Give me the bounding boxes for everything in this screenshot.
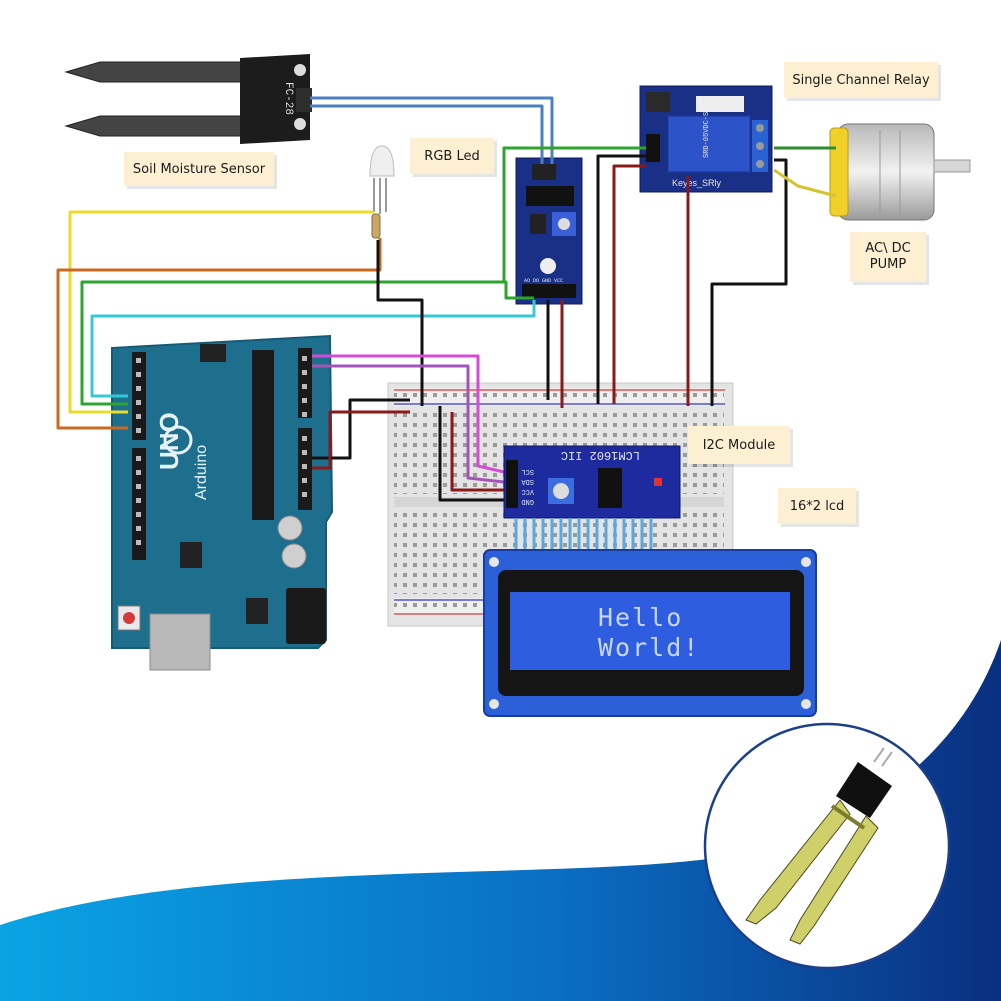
arduino-brand-label: Arduino xyxy=(193,445,210,500)
arduino-uno-board: UNO Arduino xyxy=(111,334,334,671)
lcd-line-1: Hello xyxy=(598,603,683,632)
pump-callout: AC\ DC PUMP xyxy=(850,232,926,282)
relay-brand-label: Keyes_SRly xyxy=(672,178,722,188)
soil-moisture-sensor: FC-28 xyxy=(64,54,312,144)
relay-module: SRD-05VDC-SL-C Keyes_SRly xyxy=(639,85,773,193)
module-pin-labels: AO DO GND VCC xyxy=(524,278,563,284)
i2c-pin-sda: SDA xyxy=(521,477,534,485)
arduino-logo xyxy=(163,425,193,455)
sensor-comparator-module: AO DO GND VCC xyxy=(515,157,583,305)
wires xyxy=(56,96,837,502)
pump-motor xyxy=(829,123,971,221)
arduino-uno-label: UNO xyxy=(154,412,184,470)
fc28-chip-label: FC-28 xyxy=(282,82,294,115)
i2c-module: LCM1602 IIC SCL SDA VCC GND xyxy=(503,445,681,554)
relay-callout: Single Channel Relay xyxy=(784,62,938,98)
inset-soil-sensor-photo xyxy=(703,722,951,970)
lcd-callout: 16*2 lcd xyxy=(778,488,856,524)
i2c-pin-gnd: GND xyxy=(521,497,534,505)
lcd-screen xyxy=(510,592,790,670)
rgb-led xyxy=(369,145,395,239)
soil-sensor-callout: Soil Moisture Sensor xyxy=(124,152,274,186)
i2c-pin-scl: SCL xyxy=(521,467,534,475)
lcd-line-2: World! xyxy=(598,633,700,662)
i2c-model-label: LCM1602 IIC xyxy=(561,448,640,462)
pump-callout-line-1: AC\ DC xyxy=(865,241,911,256)
rgb-led-callout: RGB Led xyxy=(410,138,494,174)
usb-port xyxy=(149,613,211,671)
i2c-callout: I2C Module xyxy=(688,426,790,464)
relay-model-label: SRD-05VDC-SL-C xyxy=(703,99,711,158)
i2c-pin-vcc: VCC xyxy=(521,487,534,495)
lcd-16x2: Hello World! xyxy=(483,549,817,717)
pump-callout-line-2: PUMP xyxy=(869,257,907,272)
